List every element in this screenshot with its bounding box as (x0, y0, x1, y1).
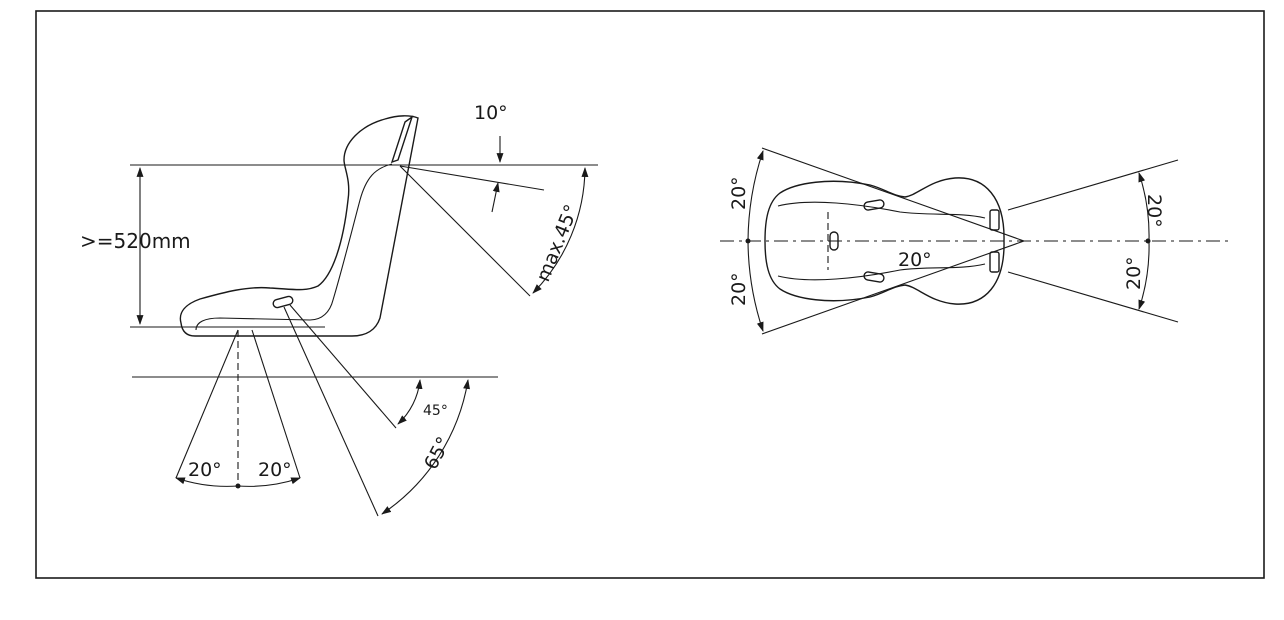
front-upper-label: 20° (1143, 194, 1165, 228)
crotch-left-line (175, 329, 239, 479)
lap-45-line (289, 304, 397, 429)
rear-upper-line (761, 147, 1025, 242)
tilt-10-arrow-lower (491, 182, 500, 213)
lap-65-label: 65° (420, 433, 455, 473)
max-45-arc (532, 167, 589, 294)
rear-arc-center-dot (745, 238, 751, 244)
crotch-right-arc (237, 477, 301, 487)
seat-top-inner-contour-lower (777, 263, 986, 281)
rear-lower-arc (747, 240, 764, 332)
lap-45-label: 45° (423, 403, 448, 419)
rear-lower-line (761, 240, 1025, 335)
drawing-frame (35, 10, 1265, 579)
crotch-arc-center-dot (235, 483, 241, 489)
harness-slot-lap (272, 295, 294, 309)
crotch-left-arc (175, 477, 239, 487)
front-upper-arc (1138, 172, 1150, 242)
seat-inner-contour (195, 163, 393, 331)
harness-slot-shoulder (390, 115, 414, 164)
front-lower-label: 20° (1123, 256, 1145, 290)
center-20-label: 20° (898, 249, 932, 271)
tilt-10-label: 10° (474, 102, 508, 124)
front-arc-center-dot (1145, 238, 1151, 244)
max-45-label: max.45° (532, 201, 583, 284)
crotch-right-label: 20° (258, 459, 292, 481)
rear-upper-arc (747, 150, 764, 242)
lap-65-line (283, 306, 379, 517)
front-upper-line (1007, 159, 1179, 211)
rear-upper-label: 20° (728, 176, 750, 210)
lap-45-arc (397, 379, 423, 425)
seat-top-inner-contour (777, 201, 986, 219)
top-slot-shoulder-lower (989, 251, 1000, 273)
top-view: 20° 20° 20° 20° 20° (720, 147, 1230, 335)
top-slot-lower (863, 271, 885, 283)
front-lower-arc (1138, 240, 1150, 310)
rear-lower-label: 20° (728, 272, 750, 306)
side-view: >=520mm 10° max.45° 20° 20° 45° 65° (80, 102, 598, 517)
max-45-line (399, 165, 531, 297)
front-lower-line (1007, 271, 1179, 323)
top-slot-upper (863, 199, 885, 211)
crotch-left-label: 20° (188, 459, 222, 481)
top-slot-shoulder-upper (989, 209, 1000, 231)
seat-shell-outline (179, 115, 419, 337)
crotch-right-line (251, 329, 301, 479)
lap-65-arc (381, 379, 470, 515)
backrest-tilt-line (399, 165, 545, 191)
height-dimension-label: >=520mm (80, 229, 191, 253)
